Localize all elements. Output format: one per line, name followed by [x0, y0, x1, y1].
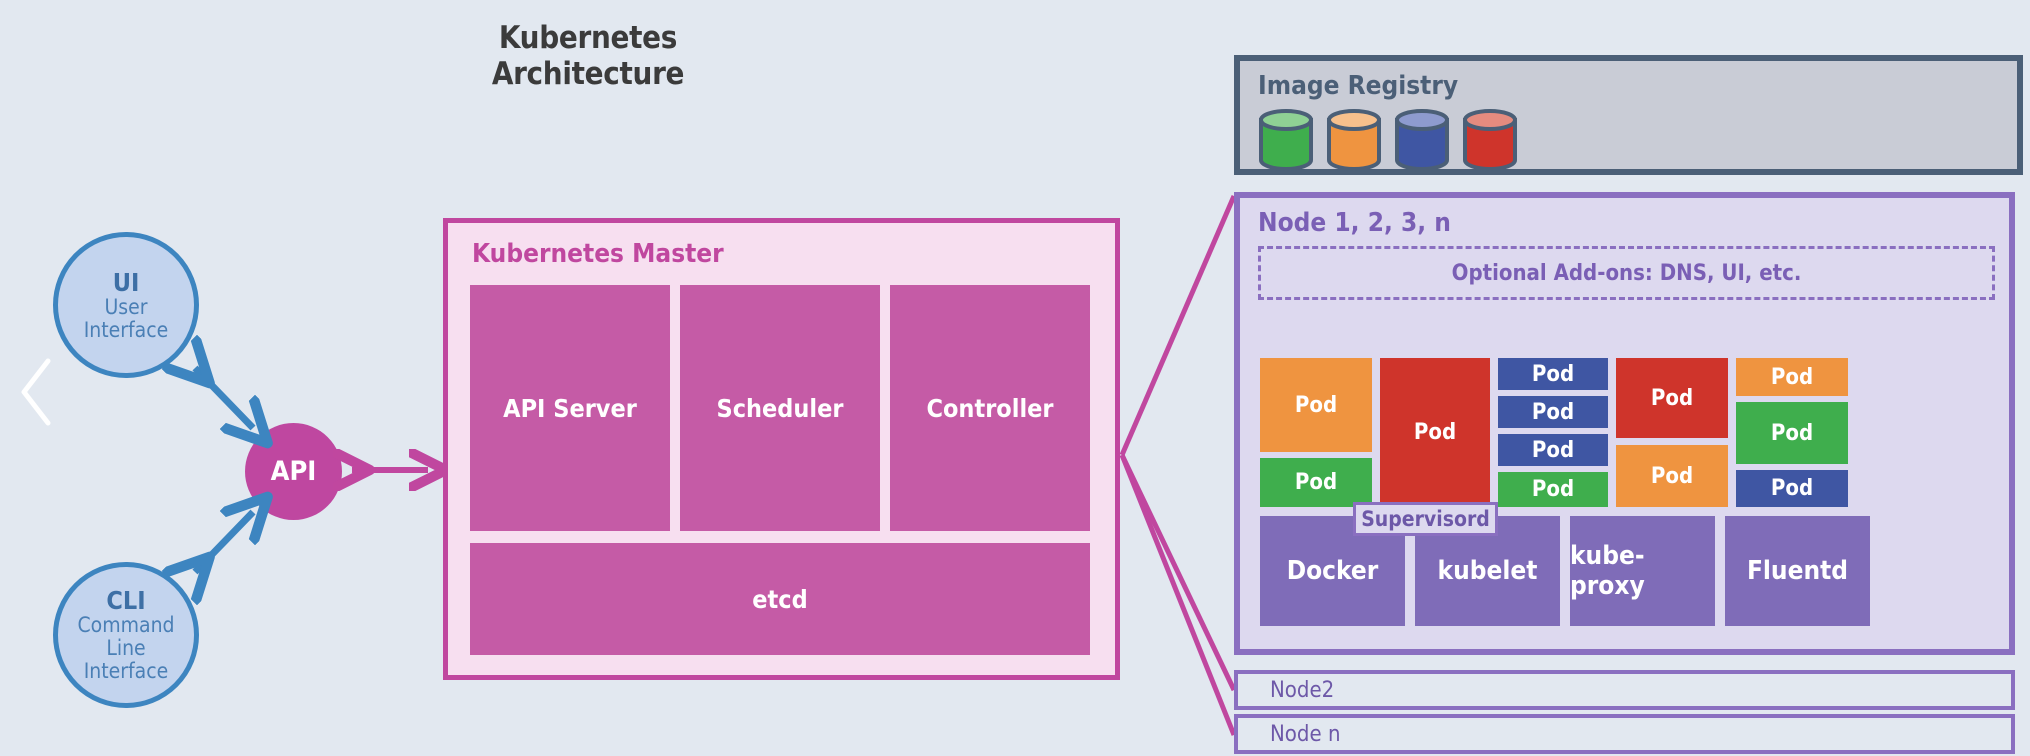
pod-label: Pod — [1770, 364, 1814, 390]
ui-client-node[interactable]: UI User Interface — [53, 232, 199, 378]
optional-addons-box[interactable]: Optional Add-ons: DNS, UI, etc. — [1258, 246, 1995, 300]
docker-label: Docker — [1286, 556, 1379, 586]
ui-api-arrow-icon — [195, 368, 253, 428]
image-orange-icon — [1326, 109, 1382, 171]
pod-label: Pod — [1531, 437, 1575, 463]
cli-line2: Line — [106, 636, 146, 661]
node2-label: Node2 — [1270, 677, 1335, 703]
pod-label: Pod — [1294, 392, 1338, 418]
cli-abbr: CLI — [106, 586, 146, 616]
pod-c2-red[interactable]: Pod — [1380, 358, 1490, 507]
ui-line2: Interface — [83, 317, 169, 342]
master-component-etcd[interactable]: etcd — [470, 543, 1090, 655]
master-component-scheduler[interactable]: Scheduler — [680, 285, 880, 531]
cli-line3: Interface — [83, 658, 169, 683]
image-registry-panel: Image Registry — [1234, 55, 2023, 175]
pod-c4-orange[interactable]: Pod — [1616, 445, 1728, 507]
node-collapsed-noden[interactable]: Node n — [1234, 714, 2015, 754]
node-title: Node 1, 2, 3, n — [1258, 208, 1451, 238]
pod-c3-blue-3[interactable]: Pod — [1498, 434, 1608, 466]
noden-label: Node n — [1270, 721, 1341, 747]
supervisord-label: Supervisord — [1361, 507, 1490, 531]
master-node-connector — [1119, 195, 1237, 736]
pod-c3-blue-1[interactable]: Pod — [1498, 358, 1608, 390]
image-green-icon — [1258, 109, 1314, 171]
cli-api-arrow-icon — [195, 512, 253, 572]
master-component-api-server[interactable]: API Server — [470, 285, 670, 531]
node-service-kube-proxy[interactable]: kube-proxy — [1570, 516, 1715, 626]
etcd-label: etcd — [752, 584, 808, 614]
ui-line1: User — [104, 294, 148, 319]
image-red-icon — [1462, 109, 1518, 171]
pod-label: Pod — [1531, 361, 1575, 387]
pod-label: Pod — [1413, 420, 1457, 445]
ui-abbr: UI — [112, 267, 140, 297]
supervisord-badge[interactable]: Supervisord — [1353, 502, 1498, 536]
scheduler-label: Scheduler — [716, 393, 844, 423]
pod-label: Pod — [1531, 399, 1575, 425]
pod-label: Pod — [1770, 420, 1814, 446]
optional-addons-label: Optional Add-ons: DNS, UI, etc. — [1451, 260, 1802, 286]
page-title: Kubernetes Architecture — [491, 20, 685, 92]
pod-c3-green[interactable]: Pod — [1498, 472, 1608, 507]
pod-c1-green[interactable]: Pod — [1260, 458, 1372, 507]
pod-c1-orange[interactable]: Pod — [1260, 358, 1372, 452]
cli-line1: Command — [77, 613, 175, 638]
master-component-controller[interactable]: Controller — [890, 285, 1090, 531]
image-registry-title: Image Registry — [1258, 71, 1459, 101]
pod-c5-blue[interactable]: Pod — [1736, 470, 1848, 507]
pod-label: Pod — [1650, 463, 1694, 489]
node-service-docker[interactable]: Docker — [1260, 516, 1405, 626]
api-label: API — [270, 456, 317, 487]
pod-c4-red[interactable]: Pod — [1616, 358, 1728, 438]
pod-label: Pod — [1770, 476, 1814, 501]
pod-label: Pod — [1650, 385, 1694, 411]
node-collapsed-node2[interactable]: Node2 — [1234, 670, 2015, 710]
cli-client-node[interactable]: CLI Command Line Interface — [53, 562, 199, 708]
master-title: Kubernetes Master — [472, 239, 724, 269]
pod-c5-orange[interactable]: Pod — [1736, 358, 1848, 396]
pod-c5-green[interactable]: Pod — [1736, 402, 1848, 464]
pod-c3-blue-2[interactable]: Pod — [1498, 396, 1608, 428]
kubernetes-master-panel: Kubernetes Master API Server Scheduler C… — [443, 218, 1120, 680]
kubelet-label: kubelet — [1437, 556, 1538, 586]
api-server-label: API Server — [503, 393, 637, 423]
kube-proxy-label: kube-proxy — [1570, 541, 1645, 601]
api-node[interactable]: API — [245, 423, 342, 520]
chevron-left-icon[interactable] — [14, 355, 60, 429]
image-blue-icon — [1394, 109, 1450, 171]
fluentd-label: Fluentd — [1746, 556, 1849, 586]
pod-label: Pod — [1531, 477, 1575, 502]
node-panel: Node 1, 2, 3, n Optional Add-ons: DNS, U… — [1234, 192, 2015, 655]
controller-label: Controller — [926, 393, 1054, 423]
pod-label: Pod — [1294, 470, 1338, 495]
node-service-fluentd[interactable]: Fluentd — [1725, 516, 1870, 626]
